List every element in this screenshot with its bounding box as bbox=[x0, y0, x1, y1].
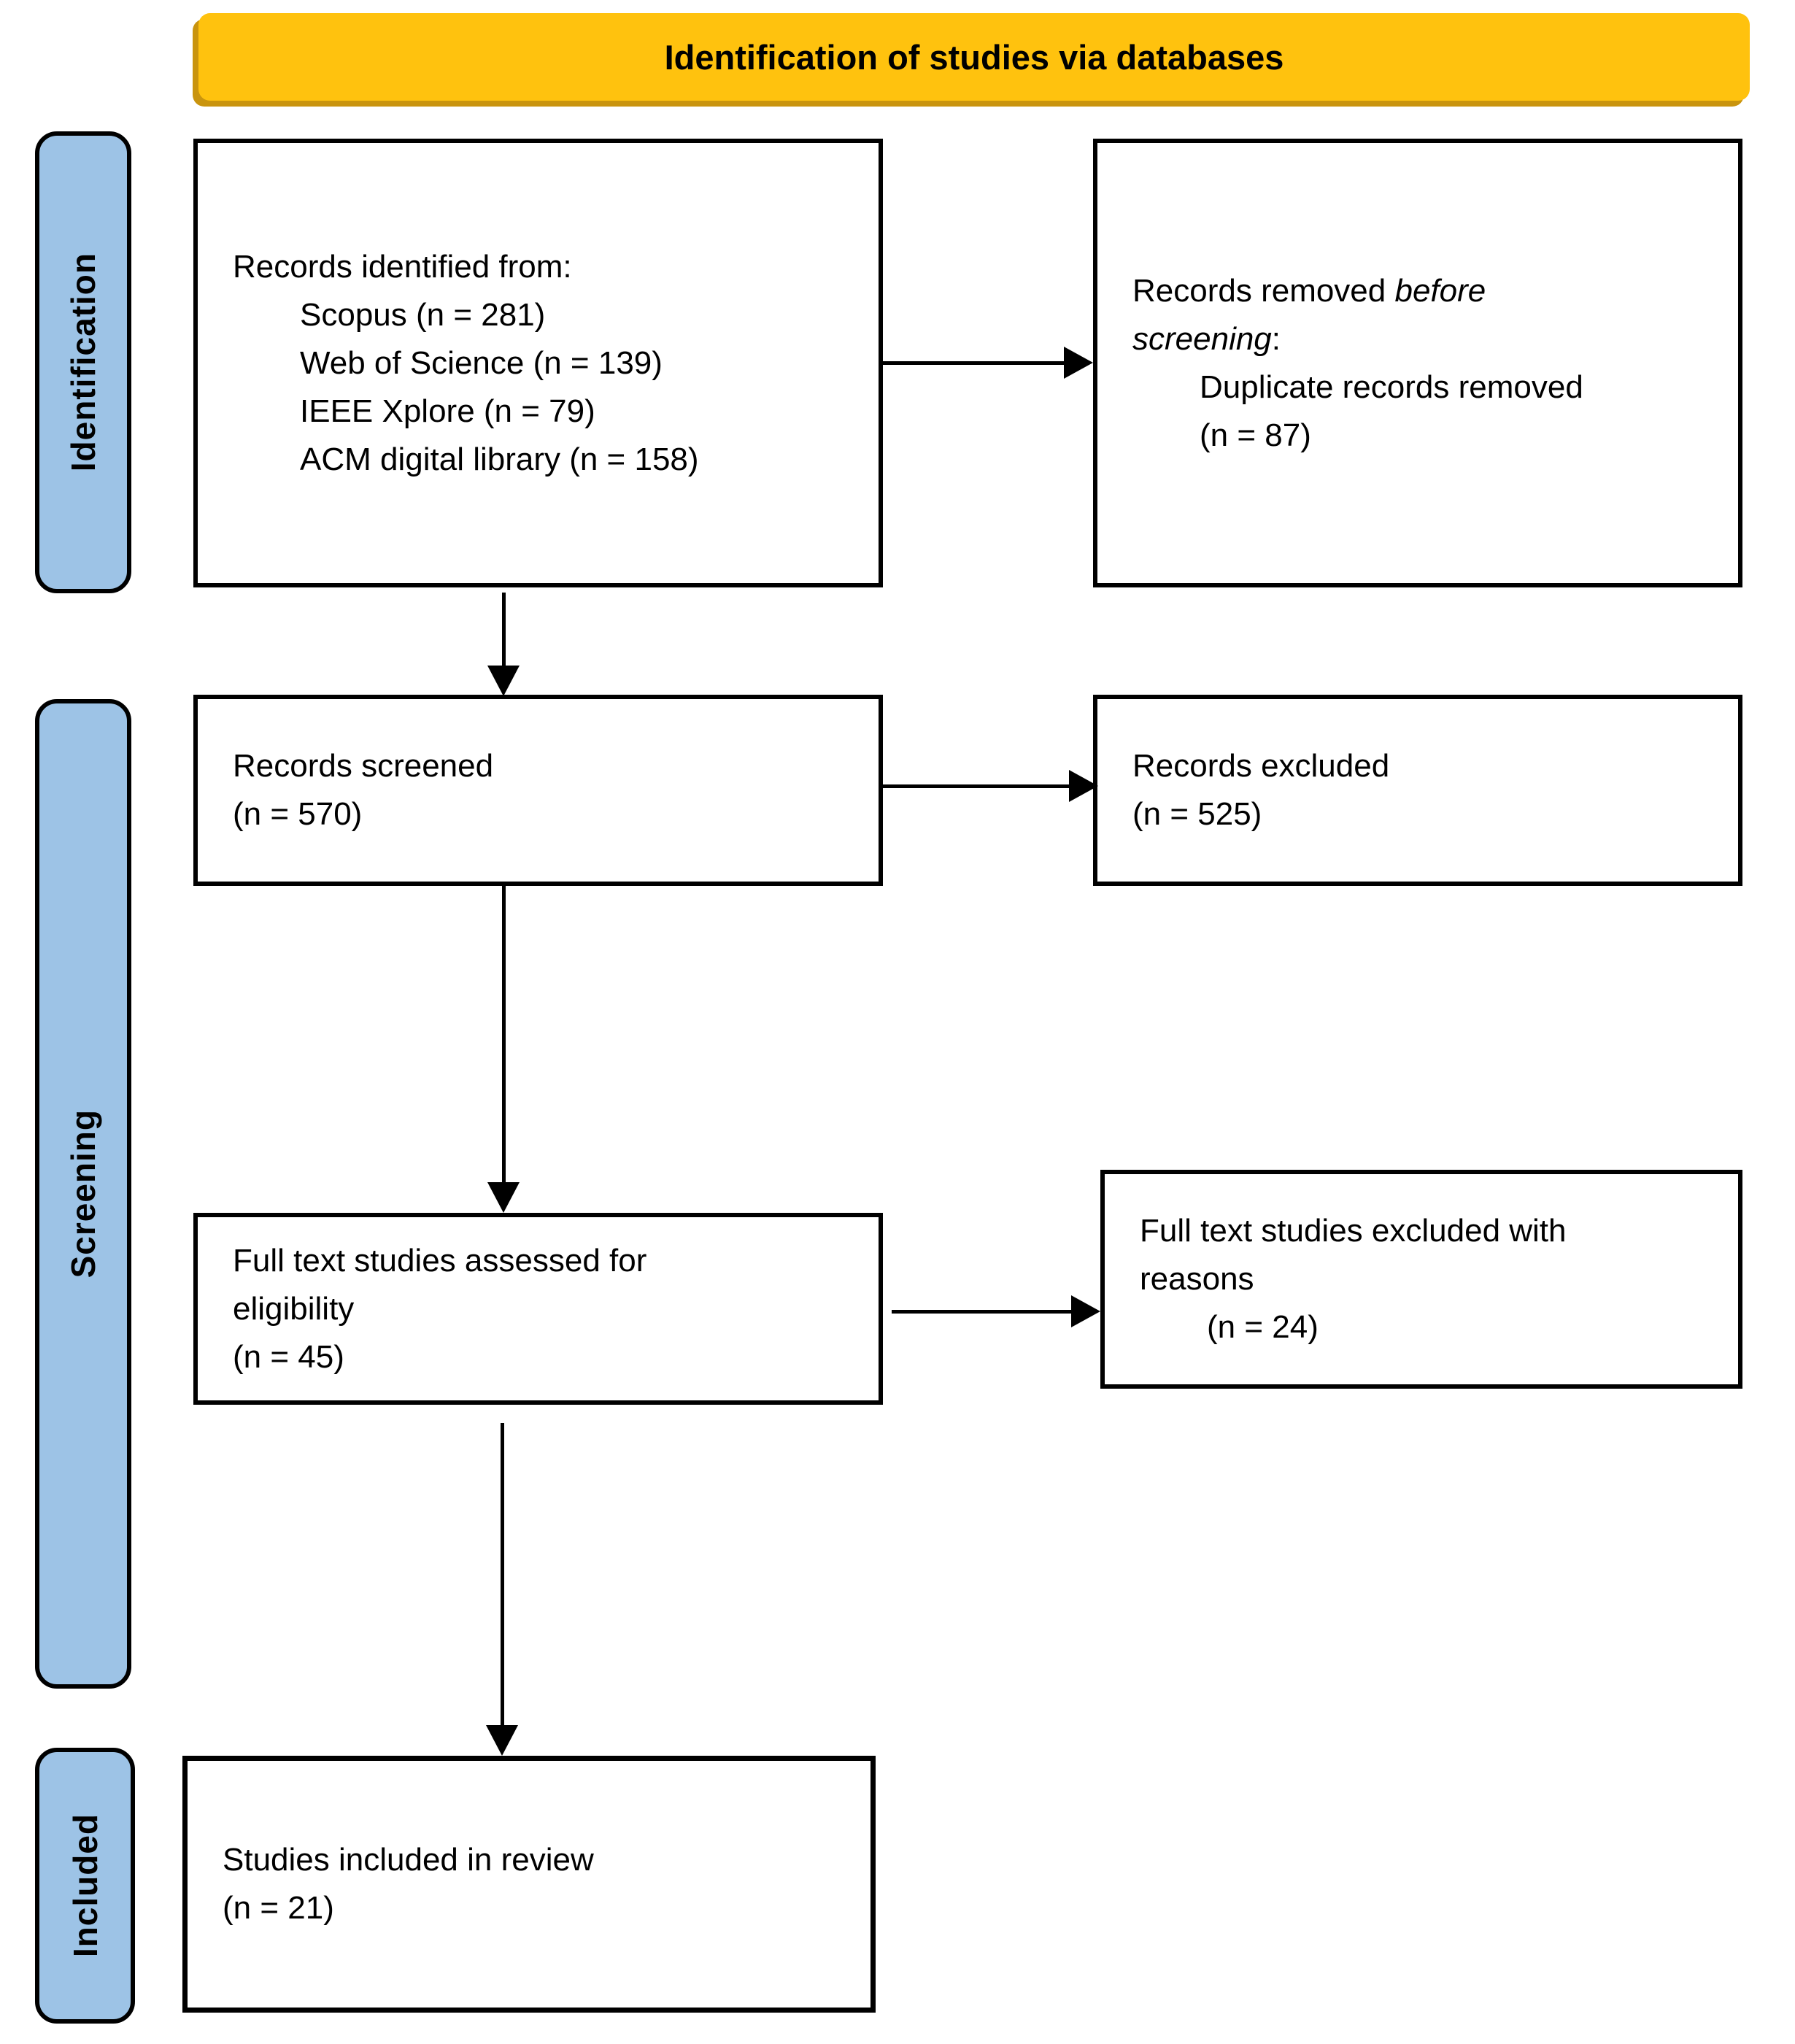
records-identified-item-ieee: IEEE Xplore (n = 79) bbox=[300, 393, 595, 429]
stage-included: Included bbox=[35, 1748, 135, 2024]
box-records-excluded: Records excluded (n = 525) bbox=[1093, 695, 1742, 886]
records-identified-item-wos: Web of Science (n = 139) bbox=[300, 344, 663, 381]
stage-identification-label: Identification bbox=[64, 252, 102, 472]
stage-screening: Screening bbox=[35, 699, 131, 1689]
fulltext-excluded-line2: reasons bbox=[1140, 1261, 1254, 1297]
records-removed-line1: Records removed before bbox=[1132, 267, 1716, 315]
records-removed-item: Duplicate records removed bbox=[1200, 369, 1583, 405]
arrow-identified-to-removed-head-icon bbox=[1064, 347, 1093, 379]
box-records-identified: Records identified from: Scopus (n = 281… bbox=[193, 139, 883, 587]
arrow-assessed-to-excluded-shaft bbox=[892, 1310, 1076, 1314]
records-removed-italic-screening: screening bbox=[1132, 320, 1272, 357]
box-records-screened: Records screened (n = 570) bbox=[193, 695, 883, 886]
fulltext-excluded-line1: Full text studies excluded with bbox=[1140, 1213, 1567, 1249]
records-excluded-line: Records excluded bbox=[1132, 748, 1390, 784]
arrow-identified-to-removed-shaft bbox=[883, 361, 1067, 365]
records-identified-intro: Records identified from: bbox=[233, 248, 572, 285]
records-removed-line2: screening: bbox=[1132, 315, 1716, 363]
arrow-identified-to-screened-head-icon bbox=[487, 666, 520, 696]
stage-screening-label: Screening bbox=[64, 1109, 102, 1279]
arrow-screened-to-assessed-head-icon bbox=[487, 1182, 520, 1213]
arrow-screened-to-excluded-shaft bbox=[881, 784, 1072, 788]
records-screened-line: Records screened bbox=[233, 748, 494, 784]
arrow-identified-to-screened-shaft bbox=[502, 593, 506, 667]
banner-identification-via-databases: Identification of studies via databases bbox=[198, 13, 1750, 101]
arrow-screened-to-excluded-head-icon bbox=[1069, 770, 1098, 802]
records-removed-count: (n = 87) bbox=[1200, 417, 1311, 453]
banner-title: Identification of studies via databases bbox=[664, 37, 1284, 77]
box-fulltext-assessed: Full text studies assessed for eligibili… bbox=[193, 1213, 883, 1405]
arrow-assessed-to-included-shaft bbox=[501, 1423, 504, 1727]
studies-included-line: Studies included in review bbox=[223, 1842, 594, 1878]
fulltext-assessed-line2: eligibility bbox=[233, 1290, 355, 1327]
fulltext-excluded-count: (n = 24) bbox=[1207, 1309, 1319, 1345]
stage-included-label: Included bbox=[66, 1813, 104, 1958]
box-studies-included: Studies included in review (n = 21) bbox=[182, 1756, 876, 2013]
box-fulltext-excluded: Full text studies excluded with reasons … bbox=[1100, 1170, 1742, 1389]
fulltext-assessed-count: (n = 45) bbox=[233, 1338, 344, 1375]
records-identified-item-scopus: Scopus (n = 281) bbox=[300, 296, 546, 333]
box-records-removed: Records removed before screening: Duplic… bbox=[1093, 139, 1742, 587]
arrow-assessed-to-included-head-icon bbox=[486, 1725, 518, 1756]
arrow-assessed-to-excluded-head-icon bbox=[1071, 1295, 1100, 1327]
records-identified-item-acm: ACM digital library (n = 158) bbox=[300, 441, 699, 477]
fulltext-assessed-line1: Full text studies assessed for bbox=[233, 1242, 647, 1279]
arrow-screened-to-assessed-shaft bbox=[502, 886, 506, 1185]
records-removed-prefix: Records removed bbox=[1132, 272, 1395, 309]
studies-included-count: (n = 21) bbox=[223, 1890, 334, 1926]
records-removed-italic-before: before bbox=[1394, 272, 1486, 309]
records-excluded-count: (n = 525) bbox=[1132, 796, 1262, 832]
stage-identification: Identification bbox=[35, 131, 131, 593]
records-screened-count: (n = 570) bbox=[233, 796, 363, 832]
records-removed-colon: : bbox=[1271, 320, 1281, 357]
